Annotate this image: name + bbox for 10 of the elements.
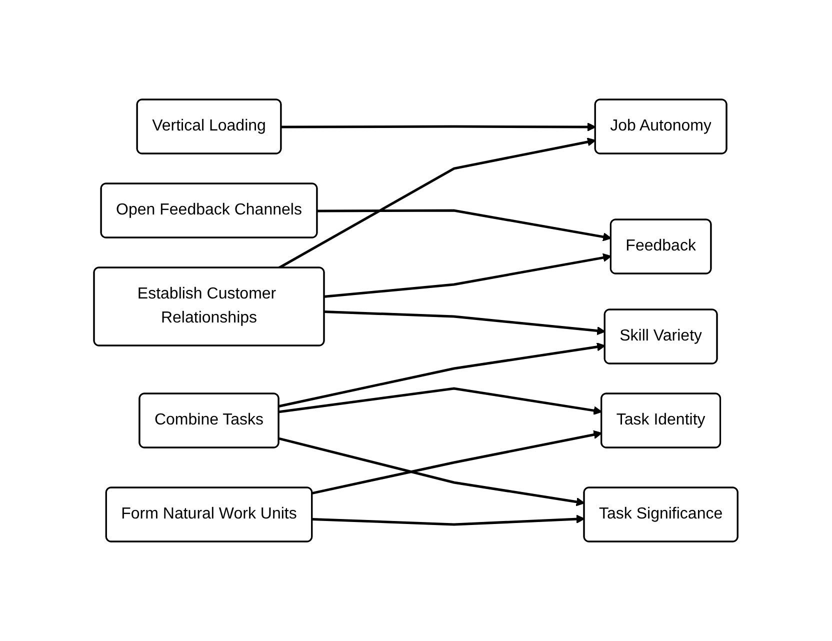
arrow [278,437,586,506]
arrow [318,209,612,242]
arrow [312,514,586,526]
arrow [278,138,596,270]
arrow [278,342,606,408]
arrow [279,387,602,415]
arrow [282,122,596,132]
arrow [312,430,602,494]
arrow [324,310,606,336]
arrow [324,253,612,298]
